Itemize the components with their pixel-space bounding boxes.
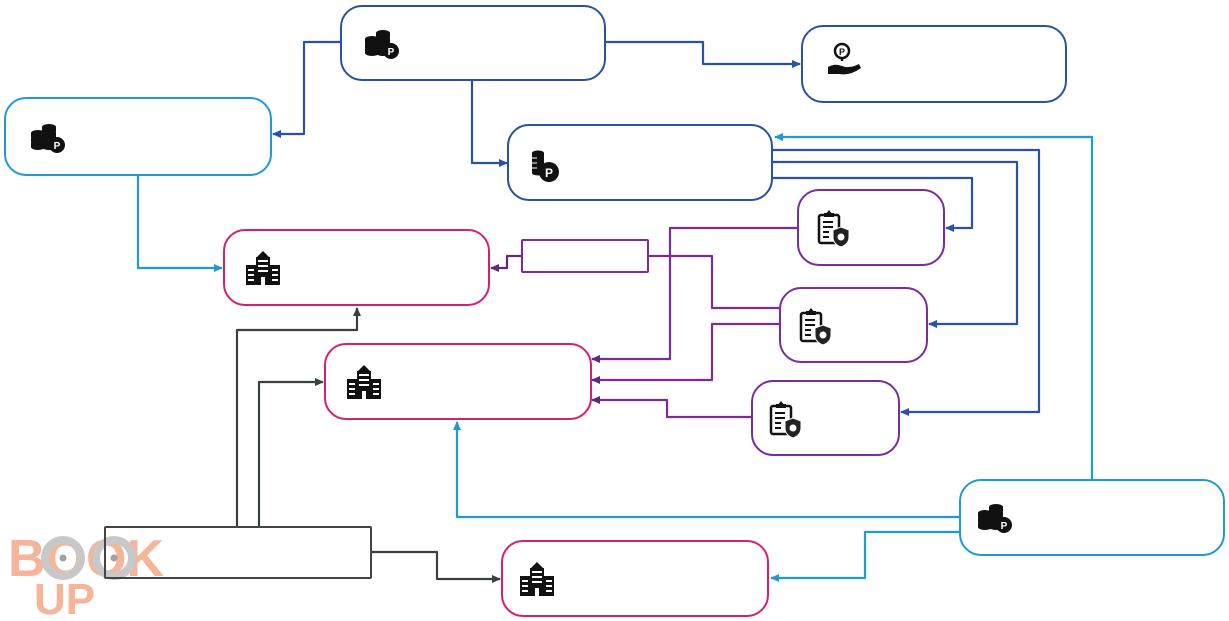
node-fund-mid[interactable]: P bbox=[507, 124, 773, 201]
edge-fund-bottom-to-fund-mid bbox=[774, 133, 1094, 480]
edge-connector-to-hospital-1 bbox=[490, 254, 522, 272]
node-connector-box[interactable] bbox=[521, 239, 649, 273]
edge-insurer-3-to-hospital-2 bbox=[591, 396, 752, 419]
coins-payment-icon: P bbox=[978, 504, 1012, 533]
edge-fund-bottom-to-hospital-3 bbox=[770, 530, 960, 582]
edge-source-to-hospital-2 bbox=[257, 378, 324, 527]
hospital-icon bbox=[246, 251, 280, 285]
edge-fund-bottom-to-hospital-2 bbox=[453, 421, 960, 519]
edge-fund-left-to-hospital-1 bbox=[136, 176, 223, 272]
watermark-ring-2 bbox=[92, 536, 136, 580]
edge-fund-top-to-payout bbox=[605, 40, 801, 68]
watermark-dot-1 bbox=[59, 554, 67, 562]
bookup-watermark: BOOK UP bbox=[8, 530, 164, 615]
svg-text:P: P bbox=[545, 166, 553, 180]
coins-payment-icon: P bbox=[365, 30, 399, 59]
hospital-icon bbox=[520, 562, 554, 596]
node-fund-left[interactable]: P bbox=[4, 97, 272, 176]
svg-text:P: P bbox=[1001, 521, 1008, 532]
clipboard-shield-icon bbox=[799, 308, 832, 346]
edge-source-to-hospital-1 bbox=[235, 307, 361, 527]
node-fund-bottom[interactable]: P bbox=[959, 479, 1225, 556]
svg-text:P: P bbox=[839, 47, 845, 57]
node-hospital-3[interactable] bbox=[501, 540, 769, 617]
coins-payment-icon: P bbox=[31, 124, 65, 153]
clipboard-shield-icon bbox=[817, 210, 850, 248]
edge-insurer-2-to-hospital-2 bbox=[591, 322, 779, 384]
edge-insurer-1-to-hospital-2 bbox=[591, 226, 798, 363]
coin-stack-payment-icon: P bbox=[532, 150, 559, 182]
node-insurer-2[interactable] bbox=[779, 287, 928, 363]
watermark-line2: UP bbox=[34, 575, 95, 615]
edge-insurer-2-to-connector bbox=[648, 254, 779, 310]
edge-fund-mid-to-insurer-2 bbox=[772, 160, 1019, 328]
edge-fund-mid-to-insurer-3 bbox=[772, 148, 1041, 416]
node-payout[interactable]: P bbox=[801, 25, 1067, 103]
node-hospital-1[interactable] bbox=[223, 229, 490, 306]
svg-text:P: P bbox=[54, 141, 61, 152]
node-source-box[interactable] bbox=[104, 526, 372, 579]
node-insurer-3[interactable] bbox=[751, 380, 900, 456]
hand-coin-payment-icon: P bbox=[828, 42, 861, 75]
node-hospital-2[interactable] bbox=[324, 343, 592, 420]
node-fund-top[interactable]: P bbox=[340, 5, 606, 81]
edge-fund-top-to-fund-left bbox=[272, 40, 341, 138]
watermark-ring-1 bbox=[41, 536, 85, 580]
node-insurer-1[interactable] bbox=[797, 189, 945, 266]
svg-text:P: P bbox=[388, 47, 395, 58]
edge-source-to-hospital-3 bbox=[372, 550, 501, 583]
clipboard-shield-icon bbox=[769, 401, 802, 439]
watermark-dot-2 bbox=[110, 554, 118, 562]
hospital-icon bbox=[347, 365, 381, 399]
edge-fund-top-to-fund-mid bbox=[470, 80, 508, 167]
edge-fund-mid-to-insurer-1 bbox=[772, 176, 974, 232]
